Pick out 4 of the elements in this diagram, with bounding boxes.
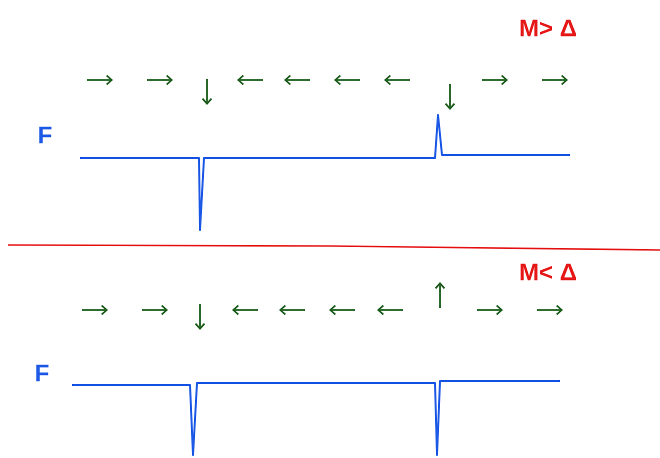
label: M> Δ: [520, 20, 576, 36]
label: F: [39, 126, 52, 144]
label: F: [36, 364, 48, 382]
label: M< Δ: [520, 264, 576, 280]
